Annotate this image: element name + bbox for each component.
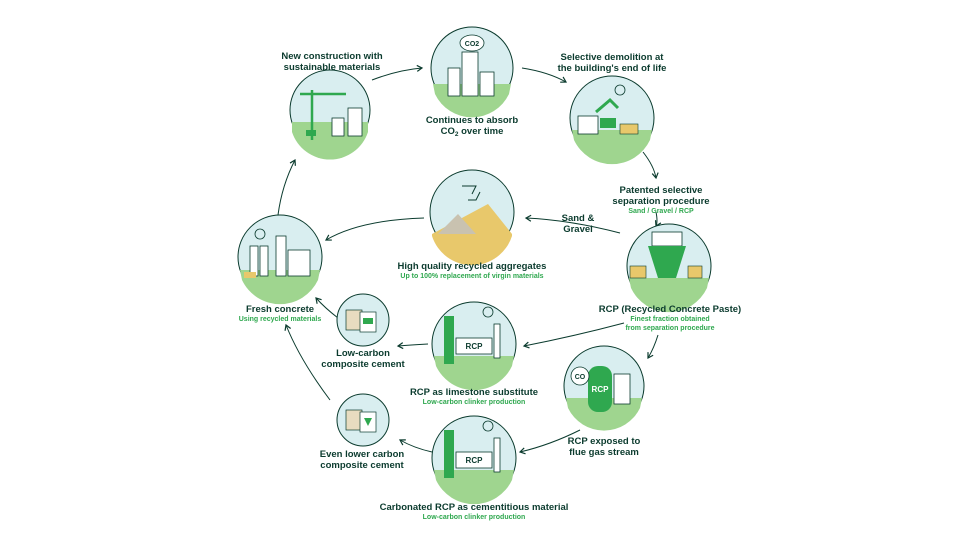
label-line: RCP exposed to [567, 436, 641, 447]
label-line: Carbonated RCP as cementitious material [379, 502, 569, 513]
label-fresh-concrete: Fresh concrete Using recycled materials [220, 304, 340, 324]
label-line: Sand & [561, 213, 595, 224]
even-lower-cement-illustration [336, 393, 390, 447]
arrow-construction-to-absorb [371, 64, 424, 81]
label-line: Continues to absorb [425, 115, 519, 126]
label-line: High quality recycled aggregates [397, 261, 547, 272]
label-demolition: Selective demolition at the building's e… [542, 52, 682, 74]
arrow-limestone-to-lowcarbon [396, 342, 429, 350]
arrow-rcp-to-limestone [522, 322, 625, 349]
label-rcp: RCP (Recycled Concrete Paste) Finest fra… [590, 304, 750, 333]
arrow-absorb-to-demolition [521, 67, 568, 83]
arrow-separation-to-rcp [654, 211, 662, 228]
label-line: composite cement [320, 460, 404, 471]
label-new-construction: New construction with sustainable materi… [262, 51, 402, 73]
label-carbonated: Carbonated RCP as cementitious material … [374, 502, 574, 522]
label-subtext: Low-carbon clinker production [422, 514, 526, 521]
arrow-rcp-to-aggregates [524, 214, 621, 234]
tank-rcp-label: RCP [466, 342, 484, 351]
label-limestone: RCP as limestone substitute Low-carbon c… [394, 387, 554, 407]
label-subtext: Using recycled materials [238, 316, 322, 323]
label-line: sustainable materials [283, 62, 381, 73]
vertical-rcp-label: RCP [592, 385, 610, 394]
label-line: Patented selective [619, 185, 703, 196]
fresh-concrete-illustration [237, 214, 323, 305]
label-subtext: Finest fraction obtained [630, 316, 710, 323]
label-line: Gravel [563, 224, 593, 235]
label-line: Selective demolition at [560, 52, 664, 63]
label-line: separation procedure [612, 196, 710, 207]
label-sand-gravel: Sand & Gravel [550, 213, 606, 235]
arrow-aggregates-to-fresh [324, 217, 425, 241]
co2-suffix: over time [458, 126, 504, 137]
label-subtext: Low-carbon clinker production [422, 399, 526, 406]
label-low-carbon-cement: Low-carbon composite cement [313, 348, 413, 370]
limestone-illustration: RCP [431, 301, 517, 391]
arrow-fresh-to-construction [277, 158, 296, 216]
label-line: Even lower carbon [319, 449, 405, 460]
label-absorb: Continues to absorb CO2 over time [402, 115, 542, 140]
co2-subscript: 2 [454, 131, 459, 138]
label-line: New construction with [281, 51, 383, 62]
co2-text: CO [440, 126, 455, 137]
label-line: Fresh concrete [245, 304, 315, 315]
co2-badge: CO2 [465, 41, 480, 48]
flue-gas-illustration: CO RCP [563, 345, 645, 431]
absorb-co2-illustration: CO2 [430, 26, 514, 118]
label-subtext: Sand / Gravel / RCP [628, 208, 694, 215]
label-line: the building's end of life [557, 63, 667, 74]
aggregates-illustration [429, 169, 515, 266]
label-subtext: Up to 100% replacement of virgin materia… [400, 273, 544, 280]
label-line: Low-carbon [336, 348, 390, 359]
arrow-lowcarbon-to-fresh [315, 297, 339, 319]
label-subtext: from separation procedure [625, 325, 715, 332]
flow-arrows [277, 64, 662, 455]
new-construction-illustration [289, 69, 371, 160]
label-line: CO2 over time [402, 126, 542, 140]
co-badge: CO [575, 374, 586, 381]
demolition-illustration [569, 75, 655, 165]
arrow-flue-to-carbonated [518, 429, 581, 455]
arrow-demolition-to-separation [642, 151, 659, 180]
label-line: RCP (Recycled Concrete Paste) [598, 304, 742, 315]
carbonated-rcp-illustration: RCP [431, 415, 517, 505]
arrow-carbonated-to-evenlower [398, 439, 433, 453]
arrow-evenlower-to-fresh [284, 323, 331, 401]
label-even-lower: Even lower carbon composite cement [312, 449, 412, 471]
arrow-rcp-to-flue [647, 334, 659, 360]
label-separation: Patented selective separation procedure … [596, 185, 726, 216]
tank-rcp-label-2: RCP [466, 456, 484, 465]
label-flue-gas: RCP exposed to flue gas stream [554, 436, 654, 458]
separation-illustration [626, 223, 712, 313]
label-line: RCP as limestone substitute [409, 387, 539, 398]
label-line: flue gas stream [569, 447, 639, 458]
low-carbon-cement-illustration [336, 293, 390, 347]
label-aggregates: High quality recycled aggregates Up to 1… [382, 261, 562, 281]
label-line: composite cement [321, 359, 405, 370]
